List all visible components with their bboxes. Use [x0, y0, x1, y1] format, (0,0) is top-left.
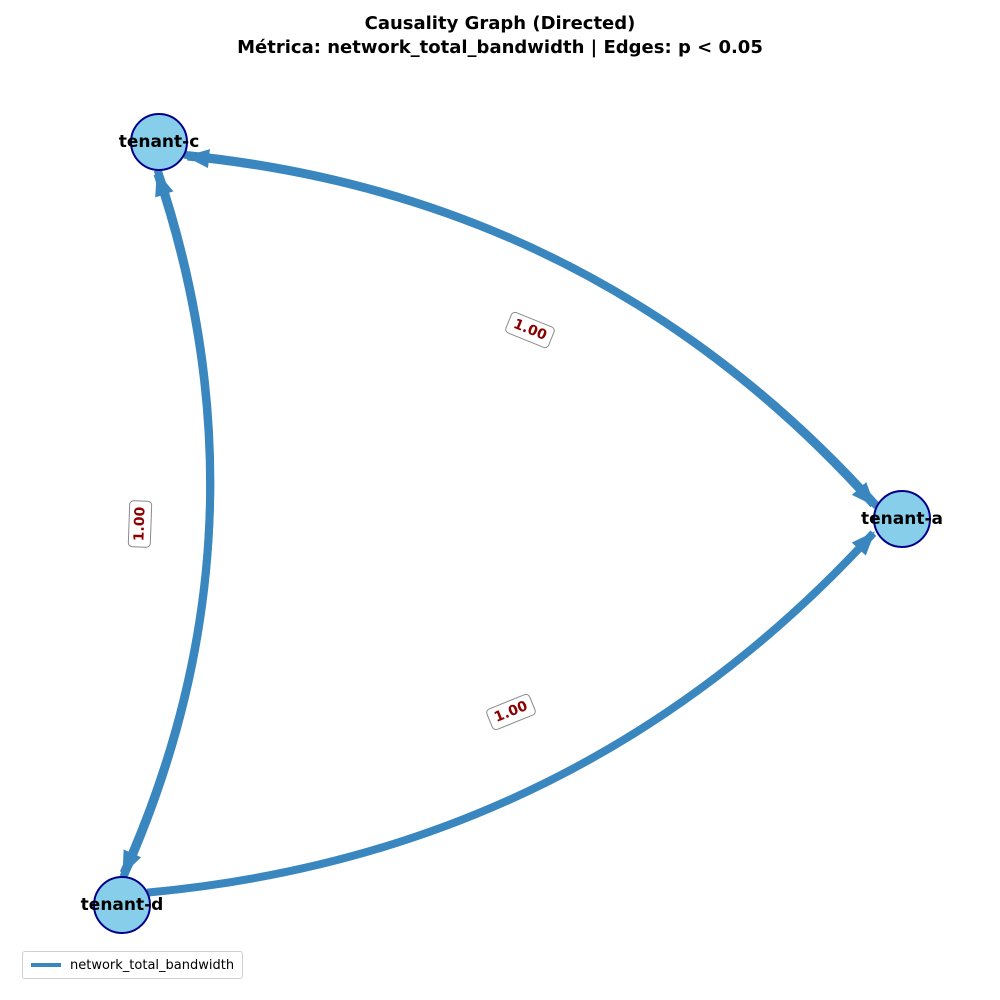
node-label: tenant-a	[861, 509, 943, 529]
edge-label-tenant-c-to-tenant-d: 1.00	[127, 500, 153, 548]
node-tenant-a: tenant-a	[861, 490, 943, 548]
edge-tenant-c-to-tenant-a	[183, 150, 877, 508]
edge-label-box	[486, 693, 536, 731]
edge-label-tenant-d-to-tenant-a: 1.00	[486, 693, 536, 731]
node-label: tenant-d	[81, 895, 164, 915]
node-circle	[93, 876, 151, 934]
edge-label-tenant-c-to-tenant-a: 1.00	[505, 311, 555, 349]
edge-label-box	[505, 311, 555, 349]
chart-title: Causality Graph (Directed) Métrica: netw…	[0, 12, 1000, 60]
edge-label-text: 1.00	[131, 506, 148, 541]
title-line-1: Causality Graph (Directed)	[364, 13, 636, 34]
node-circle	[130, 113, 188, 171]
edge-tenant-d-to-tenant-a	[146, 530, 877, 897]
node-label: tenant-c	[119, 132, 200, 152]
edge-tenant-c-to-tenant-d	[119, 168, 215, 876]
legend: network_total_bandwidth	[22, 951, 244, 979]
title-line-2: Métrica: network_total_bandwidth | Edges…	[237, 37, 763, 58]
edge-label-box	[127, 500, 153, 548]
node-tenant-c: tenant-c	[119, 113, 200, 171]
legend-label: network_total_bandwidth	[70, 957, 235, 973]
node-circle	[873, 490, 931, 548]
node-tenant-d: tenant-d	[81, 876, 164, 934]
legend-line-swatch	[31, 963, 61, 967]
